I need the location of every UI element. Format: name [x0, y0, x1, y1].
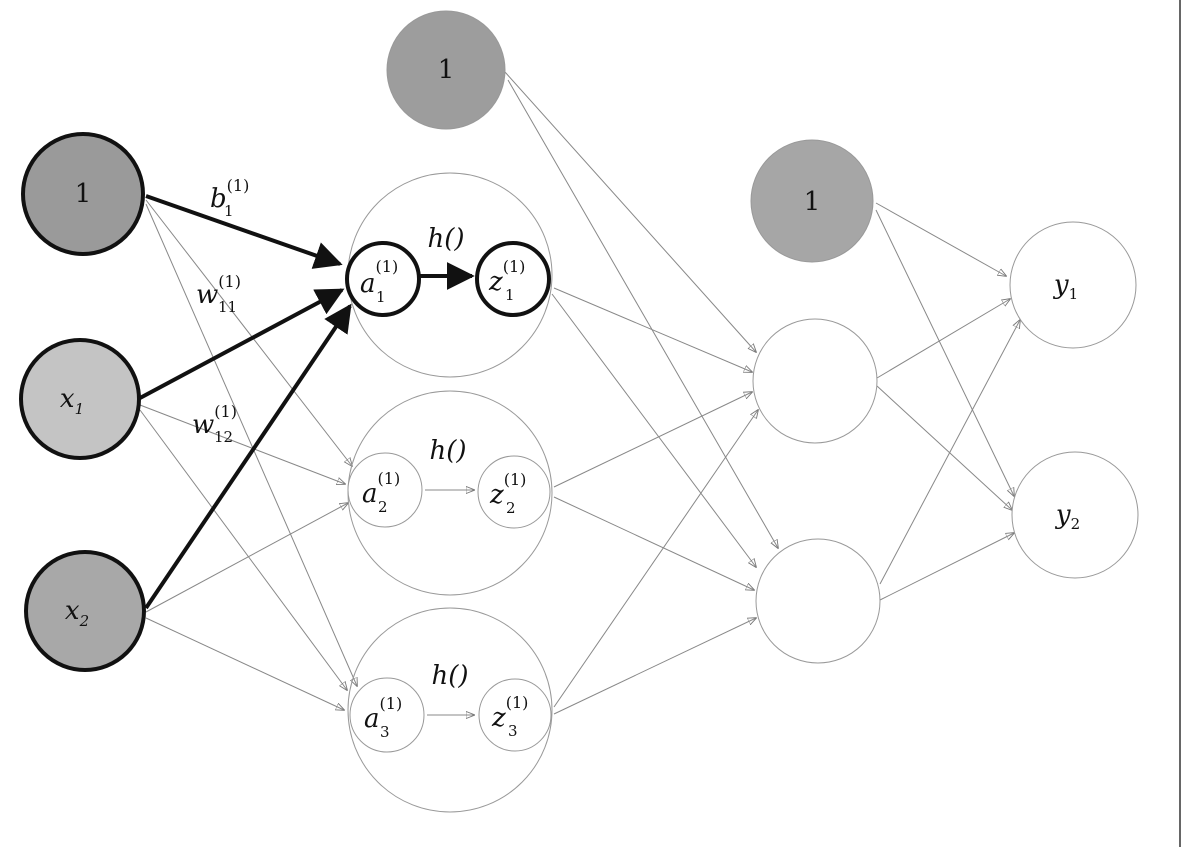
edge-bias1-h2 — [507, 79, 778, 548]
output-y2-label: y2 — [1055, 500, 1080, 533]
output-y2-node — [1011, 451, 1139, 579]
output-y1-label: y1 — [1053, 270, 1078, 303]
output-layer: y1 y2 — [1009, 221, 1139, 579]
edge-x1-a3 — [139, 409, 347, 690]
z3-node — [478, 678, 552, 752]
edge-h1-y2 — [876, 385, 1012, 510]
edge-x1-a2 — [139, 404, 345, 484]
edge-bias1-h1 — [504, 71, 756, 352]
z3-sub: 3 — [508, 722, 518, 740]
a3-node — [349, 677, 425, 753]
light-edges — [139, 71, 1020, 715]
weight-b1-label: b(1) — [210, 176, 249, 214]
z1-label: z(1) — [488, 257, 525, 297]
input-bias-node — [21, 132, 145, 256]
edge-bias2-y2 — [875, 209, 1014, 496]
second-bias-node — [750, 139, 874, 263]
a1-sub: 1 — [376, 288, 386, 306]
a3-label: a(1) — [364, 694, 402, 734]
second-node-2 — [755, 538, 881, 664]
second-node-1 — [752, 318, 878, 444]
activation-label-2: h() — [429, 436, 466, 466]
output-y1-node — [1009, 221, 1137, 349]
a1-node — [345, 241, 421, 317]
z3-label: z(1) — [491, 693, 528, 733]
z2-sub: 2 — [506, 499, 516, 517]
edge-h2-y2 — [879, 533, 1014, 601]
hidden-unit-2: a(1) 2 z(1) 2 — [347, 452, 551, 529]
second-bias-label: 1 — [804, 187, 821, 217]
edge-x2-a1 — [144, 303, 352, 610]
edge-z2-h1 — [553, 392, 752, 488]
a2-sub: 2 — [378, 498, 388, 516]
edge-z1-h2 — [551, 293, 756, 567]
edge-h2-y1 — [879, 320, 1020, 585]
input-x2-node — [24, 550, 146, 672]
weight-b1-sub: 1 — [224, 202, 234, 220]
second-layer: 1 — [750, 139, 881, 664]
z1-node — [475, 241, 551, 317]
a2-node — [347, 452, 423, 528]
a1-label: a(1) — [360, 257, 398, 299]
z1-sub: 1 — [505, 286, 515, 304]
edge-bias-a1 — [145, 194, 343, 269]
input-x1-label: x1 — [60, 384, 84, 418]
weight-w11-label: w(1) — [196, 272, 241, 310]
hidden-bias-node — [386, 10, 506, 130]
edge-z2-h2 — [553, 496, 754, 590]
dark-edges — [139, 194, 475, 610]
edge-z3-h1 — [553, 410, 758, 708]
edge-z1-h1 — [553, 287, 752, 372]
edge-x1-a1 — [139, 288, 345, 400]
edge-bias-a3 — [145, 203, 357, 686]
edge-h1-y1 — [876, 299, 1010, 379]
edge-bias-a2 — [145, 199, 352, 466]
weight-w12-sub: 12 — [214, 428, 233, 446]
hidden-unit-1: a(1) 1 z(1) 1 — [345, 241, 551, 317]
hidden-unit-3: a(1) 3 z(1) 3 — [349, 677, 552, 753]
edge-z3-h2 — [553, 618, 756, 715]
a3-sub: 3 — [380, 723, 390, 741]
activation-label-3: h() — [431, 661, 468, 691]
edge-bias2-y1 — [875, 202, 1006, 276]
weight-w12-label: w(1) — [192, 402, 237, 440]
activation-label-1: h() — [427, 224, 464, 254]
z2-label: z(1) — [489, 470, 526, 510]
edge-x2-a3 — [145, 617, 344, 710]
input-x1-node — [19, 338, 141, 460]
input-layer: 1 x1 x2 — [19, 132, 146, 672]
hidden-bias-label: 1 — [438, 55, 455, 85]
edge-x2-a2 — [145, 503, 348, 613]
hidden-unit-group-3 — [347, 607, 553, 813]
a2-label: a(1) — [362, 469, 400, 509]
input-x2-label: x2 — [65, 596, 89, 630]
weight-w11-sub: 11 — [218, 298, 237, 316]
weight-labels: b(1) 1 w(1) 11 w(1) 12 — [192, 176, 249, 446]
z2-node — [477, 455, 551, 529]
input-bias-label: 1 — [75, 179, 92, 209]
